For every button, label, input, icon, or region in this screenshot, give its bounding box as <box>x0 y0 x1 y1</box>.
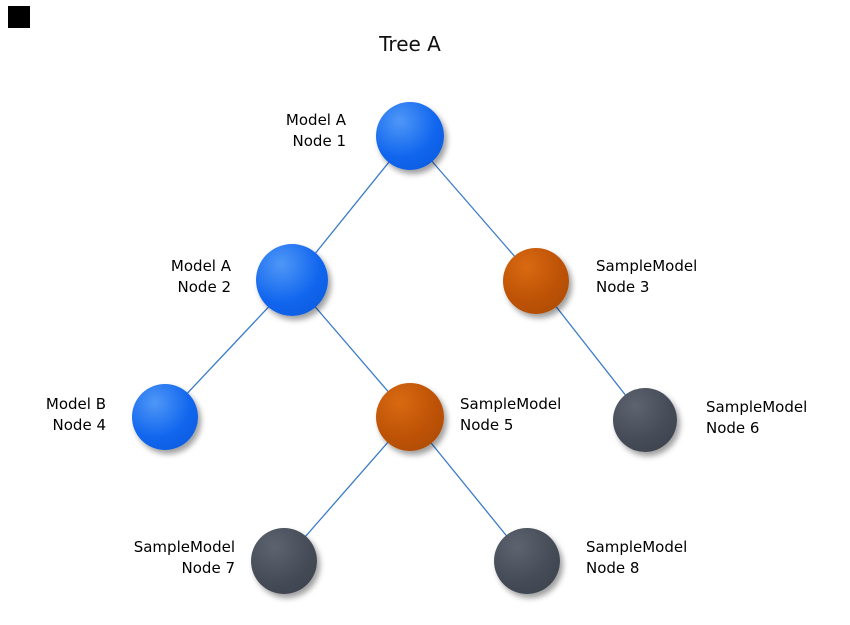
node-7-label: SampleModel Node 7 <box>134 537 235 579</box>
node-5-id: Node 5 <box>460 416 514 434</box>
node-5-circle <box>376 383 444 451</box>
node-7-model-name: SampleModel <box>133 538 235 556</box>
node-3-id: Node 3 <box>596 278 650 296</box>
node-6-circle <box>613 388 677 452</box>
node-8-model-name: SampleModel <box>586 538 688 556</box>
diagram-title: Tree A <box>379 32 441 56</box>
node-2-circle <box>256 244 328 316</box>
node-6-id: Node 6 <box>706 419 760 437</box>
node-1-circle <box>376 102 444 170</box>
node-4-model-name: Model B <box>45 395 106 413</box>
node-2-id: Node 2 <box>177 278 231 296</box>
node-3-model-name: SampleModel <box>596 257 698 275</box>
node-6-label: SampleModel Node 6 <box>706 397 807 439</box>
corner-marker <box>8 6 30 28</box>
node-8-id: Node 8 <box>586 559 640 577</box>
node-5-model-name: SampleModel <box>460 395 562 413</box>
node-2-label: Model A Node 2 <box>171 256 231 298</box>
node-8-circle <box>494 528 560 594</box>
node-3-label: SampleModel Node 3 <box>596 256 697 298</box>
node-4-id: Node 4 <box>52 416 106 434</box>
node-7-id: Node 7 <box>181 559 235 577</box>
node-1-id: Node 1 <box>292 132 346 150</box>
node-4-label: Model B Node 4 <box>46 394 106 436</box>
node-1-model-name: Model A <box>285 111 346 129</box>
node-6-model-name: SampleModel <box>706 398 808 416</box>
node-8-label: SampleModel Node 8 <box>586 537 687 579</box>
node-5-label: SampleModel Node 5 <box>460 394 561 436</box>
node-2-model-name: Model A <box>170 257 231 275</box>
node-3-circle <box>503 248 569 314</box>
node-1-label: Model A Node 1 <box>286 110 346 152</box>
node-7-circle <box>251 528 317 594</box>
node-4-circle <box>132 384 198 450</box>
